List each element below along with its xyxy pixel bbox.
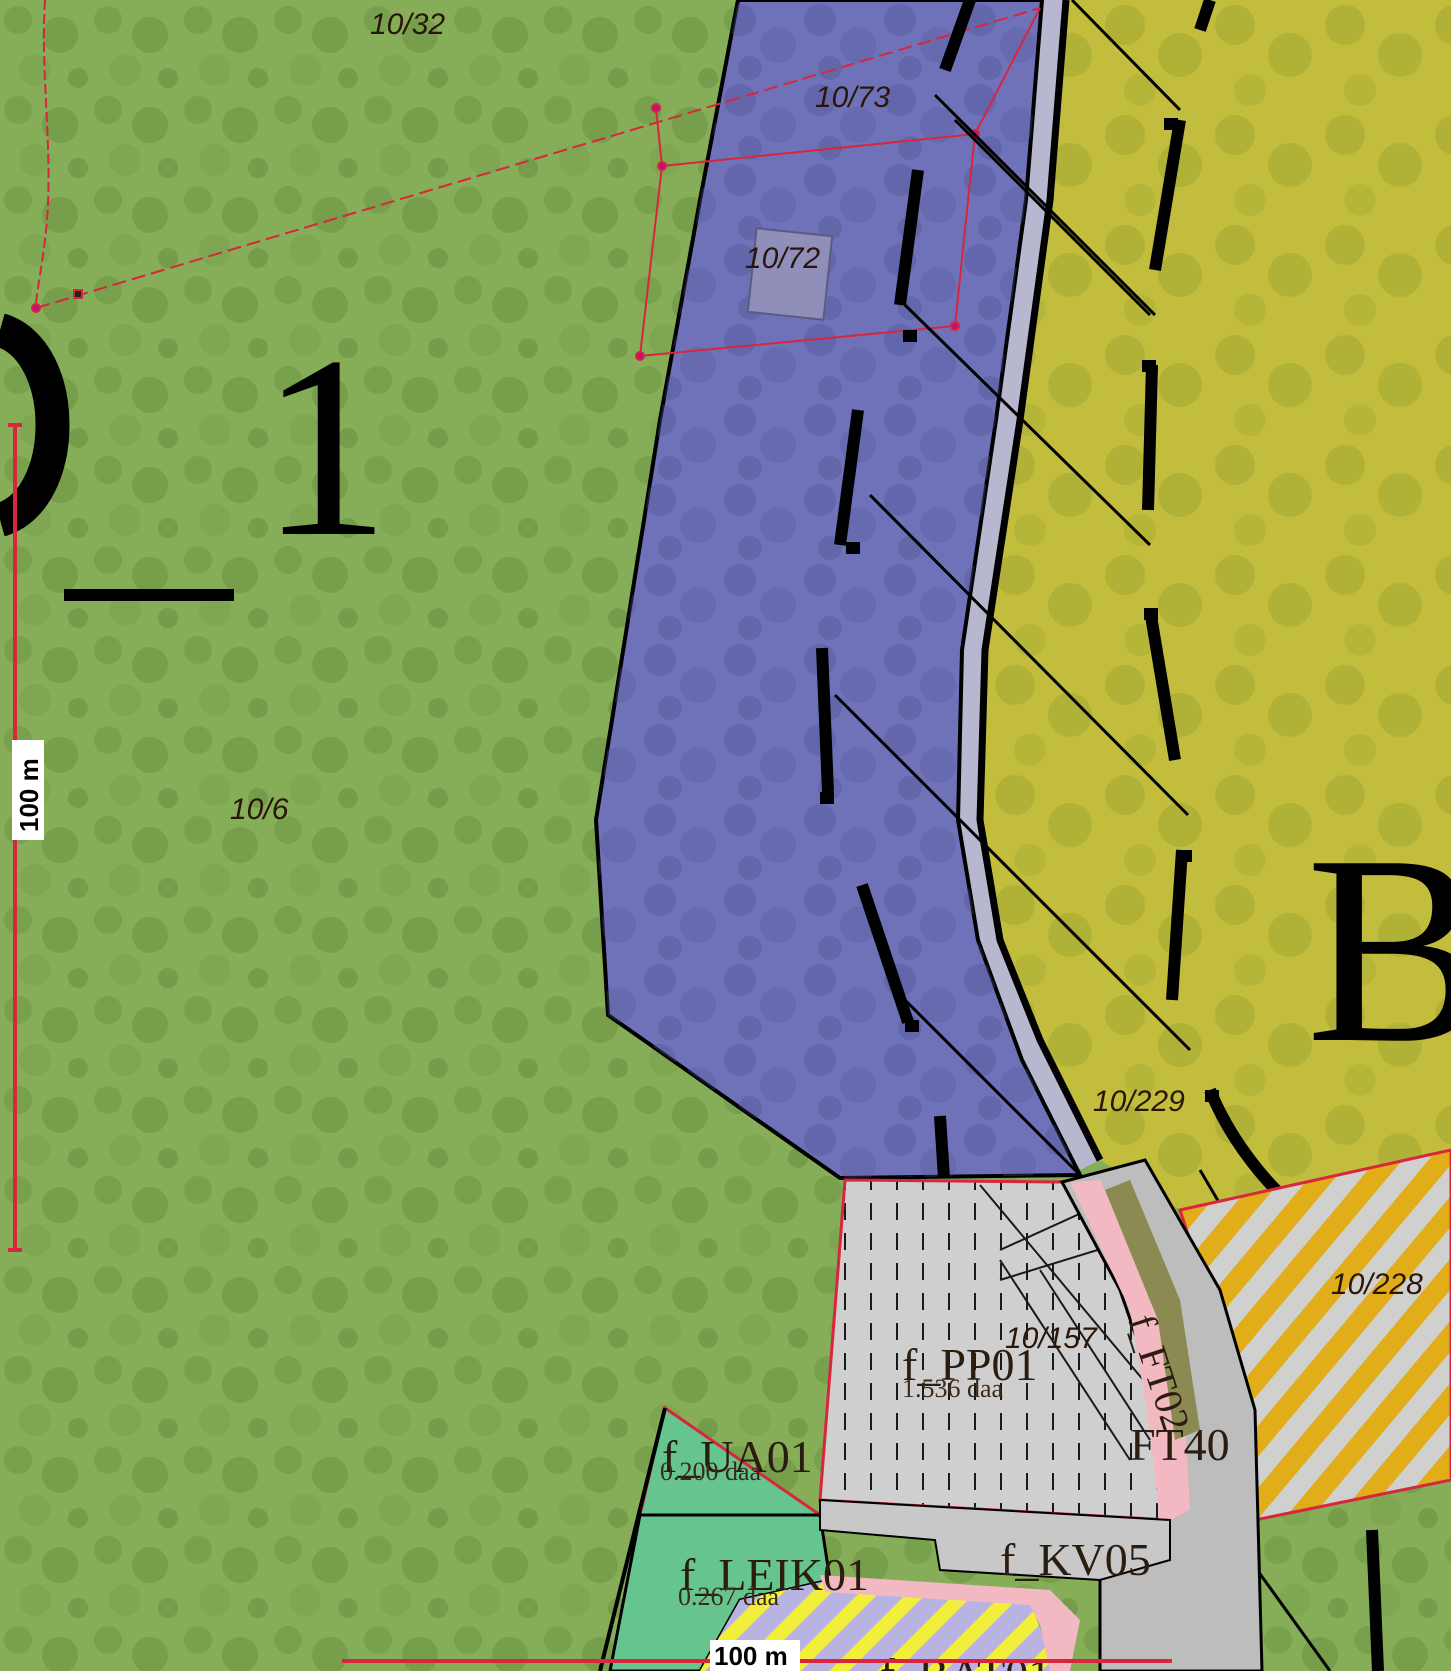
residential-texture (980, 0, 1451, 1210)
zone-letter-arc (0, 313, 70, 537)
area-code-leik01: f_LEIK01 (680, 1549, 869, 1600)
area-size-ua01: 0.200 daa (660, 1457, 762, 1486)
parcel-label-10-228: 10/228 (1331, 1268, 1423, 1301)
verge-olive (1105, 1180, 1200, 1440)
parcel-label-10-6: 10/6 (230, 793, 289, 826)
parcel-label-10-157: 10/157 (1005, 1322, 1098, 1355)
horizontal-scale-label: 100 m (714, 1641, 788, 1671)
road-edge-line (976, 0, 1104, 1162)
zone-underline (64, 589, 234, 601)
zone-boundary-dots (820, 118, 1219, 1102)
parcel-label-10-72: 10/72 (745, 242, 820, 275)
kv05-zone[interactable] (819, 1498, 1171, 1582)
parcel-label-10-229: 10/229 (1093, 1085, 1185, 1118)
walkway-pink-bottom (820, 1575, 1080, 1671)
area-size-pp01: 1.536 daa (902, 1374, 1004, 1403)
zone-letter-right: B (1306, 800, 1451, 1099)
building-footprint (746, 227, 834, 321)
road-strip (955, 0, 1100, 1170)
leik-border (598, 1407, 667, 1671)
vertical-scale-bar: 100 m (8, 423, 44, 1252)
property-lines (31, 0, 1041, 361)
parcel-label-10-32: 10/32 (370, 8, 445, 41)
area-size-leik01: 0.267 daa (678, 1582, 780, 1611)
area-code-kv05: f_KV05 (1000, 1534, 1151, 1585)
walkway-pink (1070, 1180, 1190, 1525)
zone-digit-left: 1 (260, 303, 390, 591)
area-code-ft40: FT40 (1130, 1419, 1230, 1470)
vertical-scale-label: 100 m (14, 758, 44, 832)
area-code-ua01: f_UA01 (662, 1431, 813, 1482)
area-code-pp01: f_PP01 (902, 1339, 1037, 1390)
horizontal-scale-bar: 100 m (342, 1640, 1172, 1671)
parcel-label-10-73: 10/73 (815, 81, 890, 114)
